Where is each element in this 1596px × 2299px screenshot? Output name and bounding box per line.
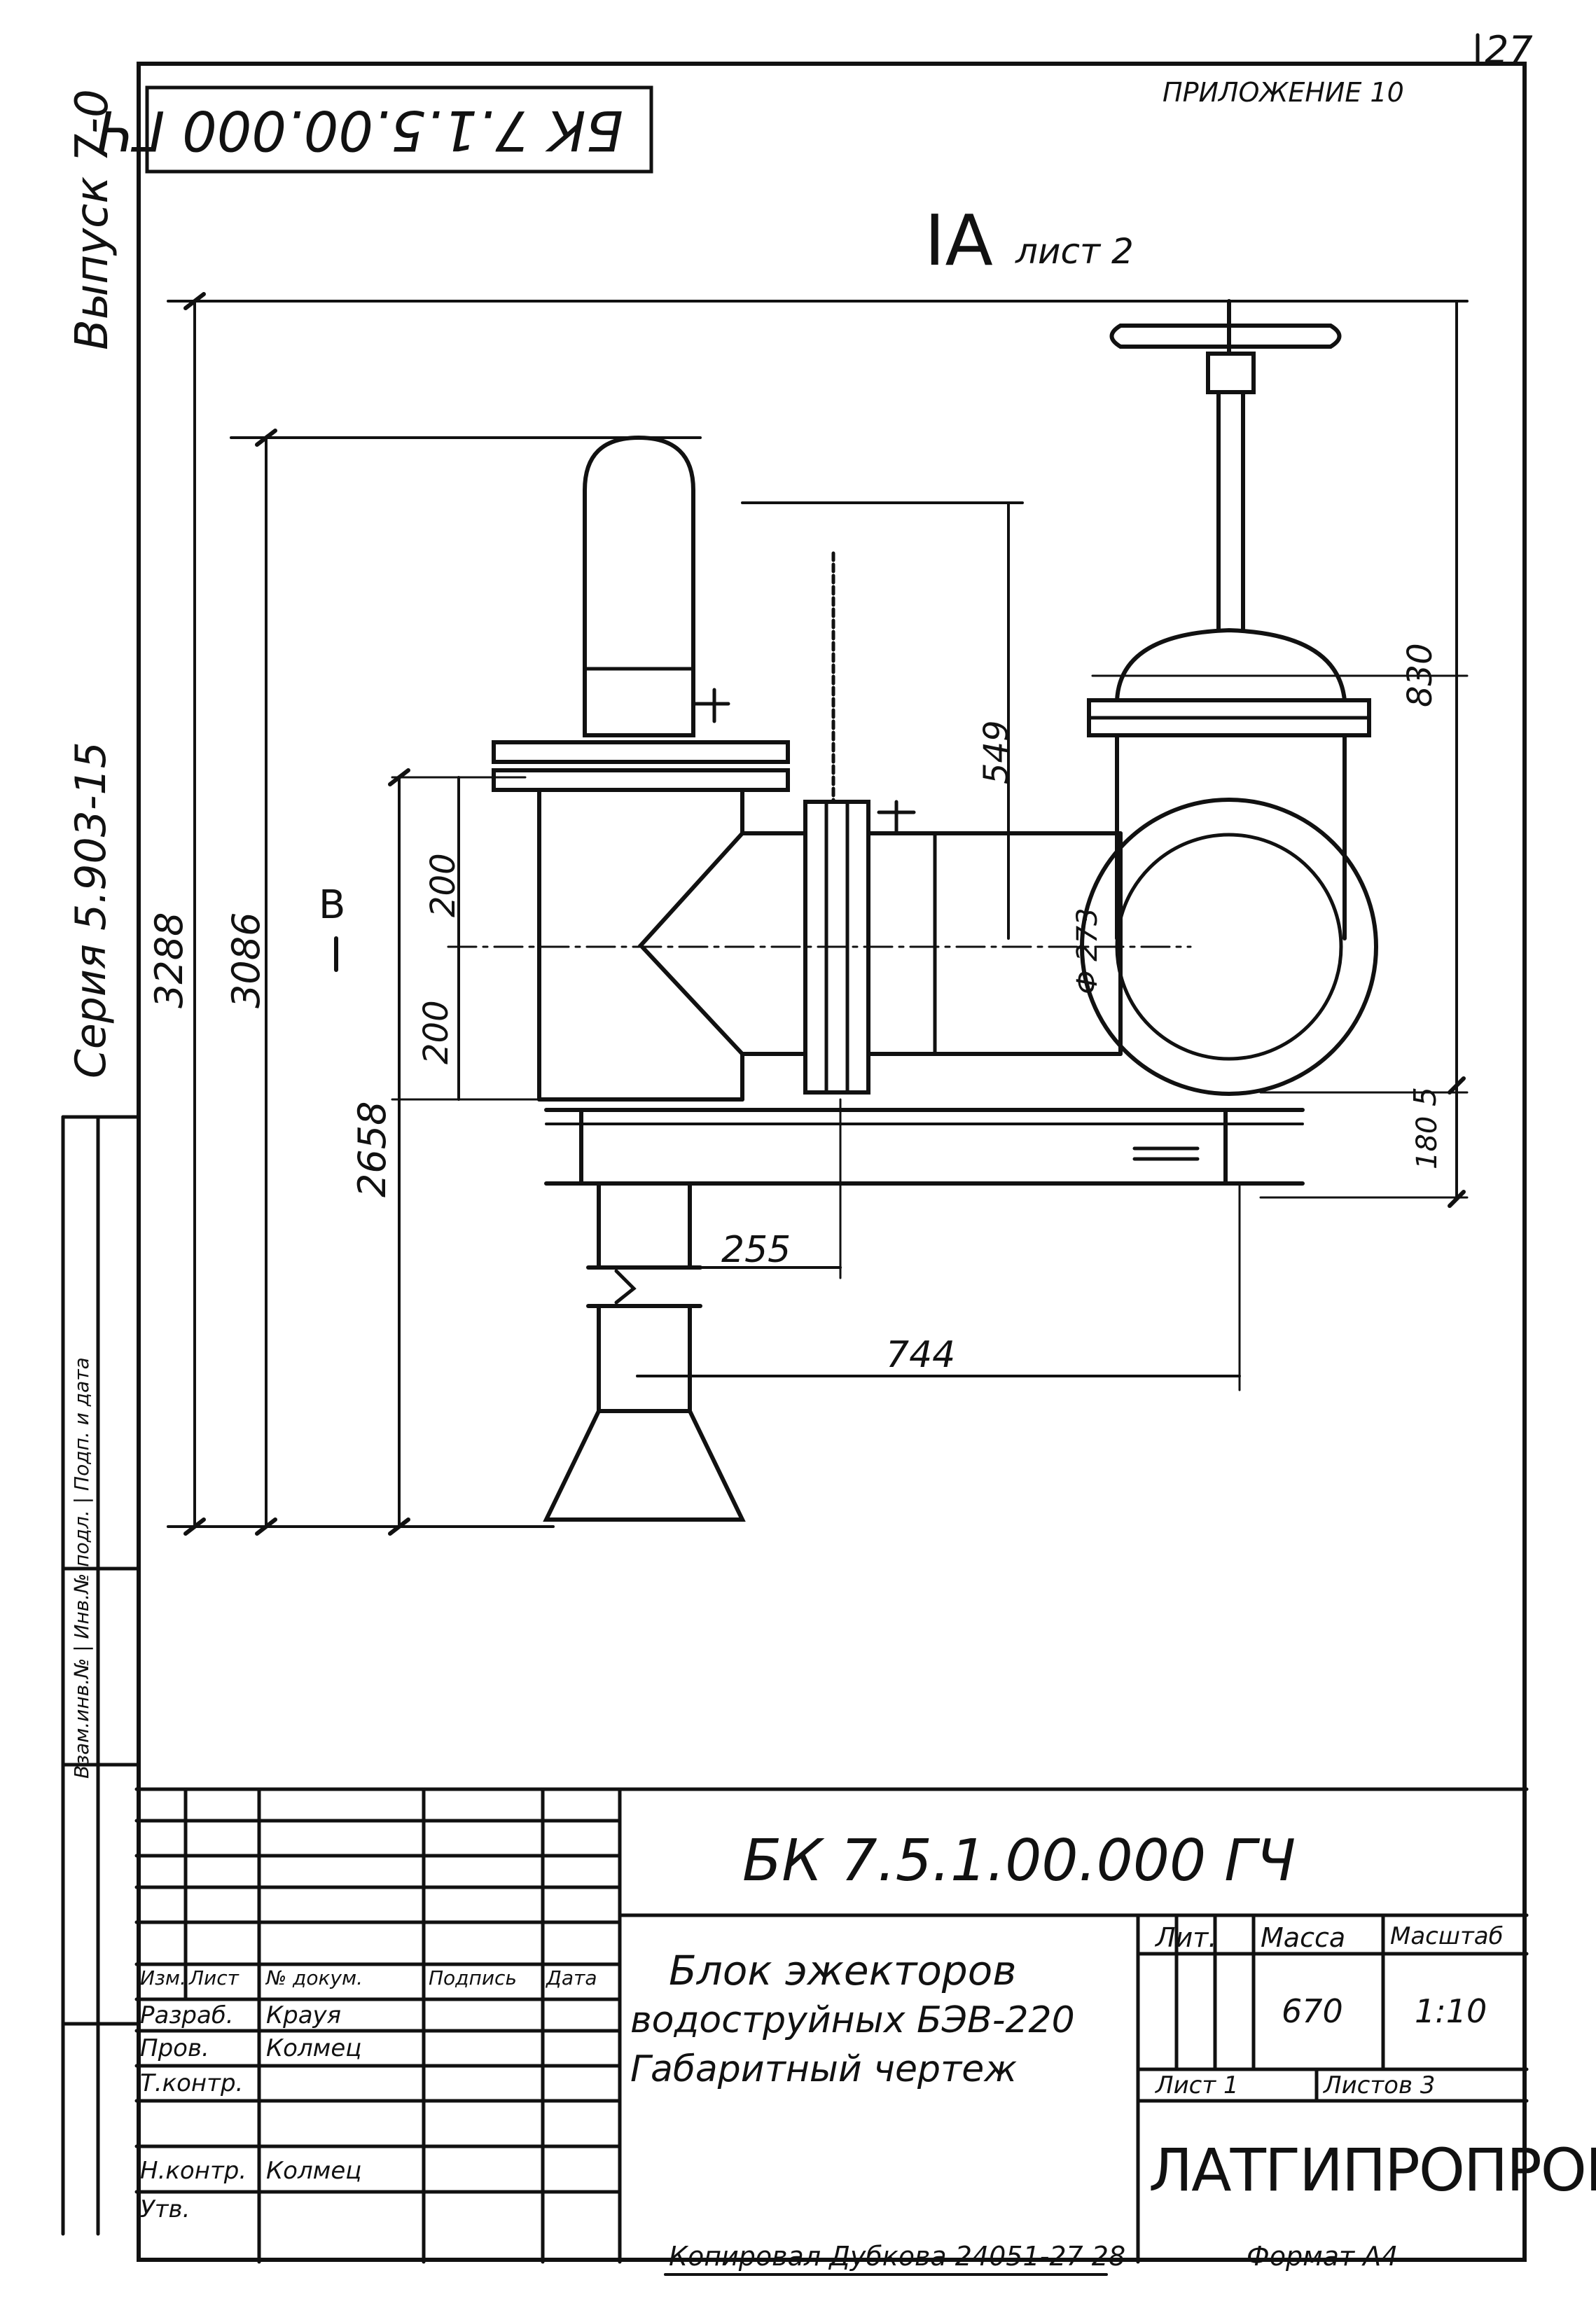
- dim-549: 549: [977, 720, 1016, 784]
- dim-255: 255: [721, 1229, 791, 1271]
- tb-row-role: Разраб.: [140, 2001, 234, 2029]
- issue-label: Выпуск 7-0: [67, 89, 118, 350]
- view-sheet: лист 2: [1015, 231, 1134, 272]
- tb-header-list: Лист: [189, 1966, 239, 1989]
- tb-header-sign: Подпись: [429, 1966, 517, 1989]
- sheets-label: Листов 3: [1324, 2071, 1436, 2099]
- tb-header-doc: № докум.: [266, 1966, 363, 1989]
- margin-stamp-grid: [61, 1115, 139, 2236]
- view-label: IA: [924, 200, 993, 282]
- tb-header-date: Дата: [546, 1966, 597, 1989]
- tb-header-izm: Изм.: [140, 1966, 186, 1989]
- dim-180: 180: [1411, 1116, 1443, 1169]
- footer-format: Формат А4: [1247, 2241, 1399, 2272]
- footer-copied: Копировал Дубкова 24051-27 28: [669, 2241, 1126, 2272]
- sheet-label: Лист 1: [1156, 2071, 1239, 2099]
- dim-2658: 2658: [350, 1101, 394, 1197]
- mass-value: 670: [1282, 1992, 1343, 2030]
- title-line-3: Габаритный чертеж: [630, 2048, 1018, 2090]
- title-designation: БК 7.5.1.00.000 ГЧ: [742, 1828, 1296, 1894]
- ejector-drawing: [167, 292, 1469, 1536]
- dim-200-bottom: 200: [417, 1000, 456, 1064]
- title-line-2: водоструйных БЭВ-220: [630, 1999, 1075, 2041]
- mass-label: Масса: [1261, 1922, 1346, 1953]
- title-line-1: Блок эжекторов: [669, 1947, 1017, 1994]
- dim-200-top: 200: [424, 853, 463, 917]
- tb-row-role: Н.контр.: [140, 2157, 247, 2185]
- scale-label: Масштаб: [1390, 1922, 1504, 1950]
- tb-row-role: Утв.: [140, 2195, 190, 2223]
- tb-row-name: Колмец: [266, 2034, 362, 2062]
- dim-3086: 3086: [224, 912, 268, 1008]
- dim-744: 744: [886, 1334, 956, 1376]
- tb-row-name: Крауя: [266, 2001, 342, 2029]
- series-label: Серия 5.903-15: [67, 742, 116, 1078]
- dim-830: 830: [1401, 643, 1440, 707]
- stamp-labels: Взам.инв.№ | Инв.№ подл. | Подп. и дата: [70, 1357, 93, 1779]
- tb-row-name: Колмец: [266, 2157, 362, 2185]
- tb-row-role: Т.контр.: [140, 2069, 244, 2097]
- title-block-grid: [134, 1787, 1529, 2264]
- tb-row-role: Пров.: [140, 2034, 209, 2062]
- appendix-label: ПРИЛОЖЕНИЕ 10: [1163, 77, 1404, 108]
- organization-name: ЛАТГИПРОПРОМ: [1149, 2136, 1596, 2204]
- dim-5: 5: [1408, 1087, 1443, 1106]
- section-mark-b: В: [319, 882, 346, 928]
- page-number: 27: [1485, 28, 1533, 72]
- dim-3288: 3288: [147, 912, 191, 1008]
- code-box: [145, 85, 653, 174]
- sheet-border: [137, 62, 1527, 2262]
- lit-label: Лит.: [1156, 1922, 1217, 1953]
- scale-value: 1:10: [1415, 1992, 1487, 2030]
- dim-diameter-273: Ф 273: [1071, 908, 1104, 995]
- mirrored-code: БК 7.1.5.00.000 ГЧ: [97, 98, 623, 161]
